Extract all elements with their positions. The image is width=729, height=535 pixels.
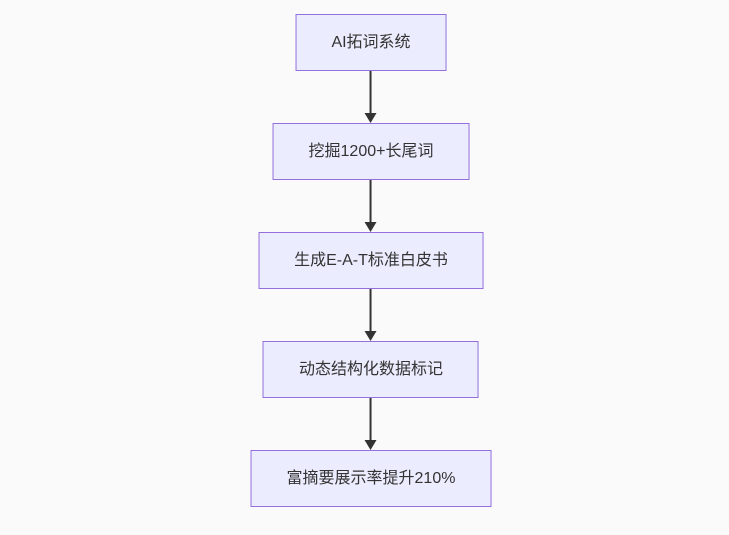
arrow-line [370, 289, 372, 331]
arrow-down-icon [365, 331, 377, 341]
flow-node-generate-eat-whitepaper: 生成E-A-T标准白皮书 [258, 232, 484, 289]
flow-arrow-2-3 [365, 180, 377, 232]
flow-node-label: 动态结构化数据标记 [298, 360, 443, 378]
flow-node-rich-snippet-rate-increase: 富摘要展示率提升210% [250, 450, 492, 507]
arrow-down-icon [365, 440, 377, 450]
flow-arrow-4-5 [365, 398, 377, 450]
flow-node-label: 生成E-A-T标准白皮书 [294, 251, 448, 269]
flow-arrow-1-2 [365, 71, 377, 123]
arrow-line [370, 180, 372, 222]
flow-node-dynamic-structured-data-markup: 动态结构化数据标记 [262, 341, 479, 398]
arrow-down-icon [365, 222, 377, 232]
flowchart-column: AI拓词系统 挖掘1200+长尾词 生成E-A-T标准白皮书 动态结构化数据标记 [250, 14, 492, 507]
flow-node-mine-longtail-keywords: 挖掘1200+长尾词 [272, 123, 470, 180]
arrow-down-icon [365, 113, 377, 123]
flow-node-label: 富摘要展示率提升210% [286, 469, 456, 487]
arrow-line [370, 71, 372, 113]
flow-node-label: AI拓词系统 [331, 33, 411, 51]
flow-node-label: 挖掘1200+长尾词 [308, 142, 434, 160]
flow-node-ai-word-expansion-system: AI拓词系统 [295, 14, 447, 71]
arrow-line [370, 398, 372, 440]
flow-arrow-3-4 [365, 289, 377, 341]
